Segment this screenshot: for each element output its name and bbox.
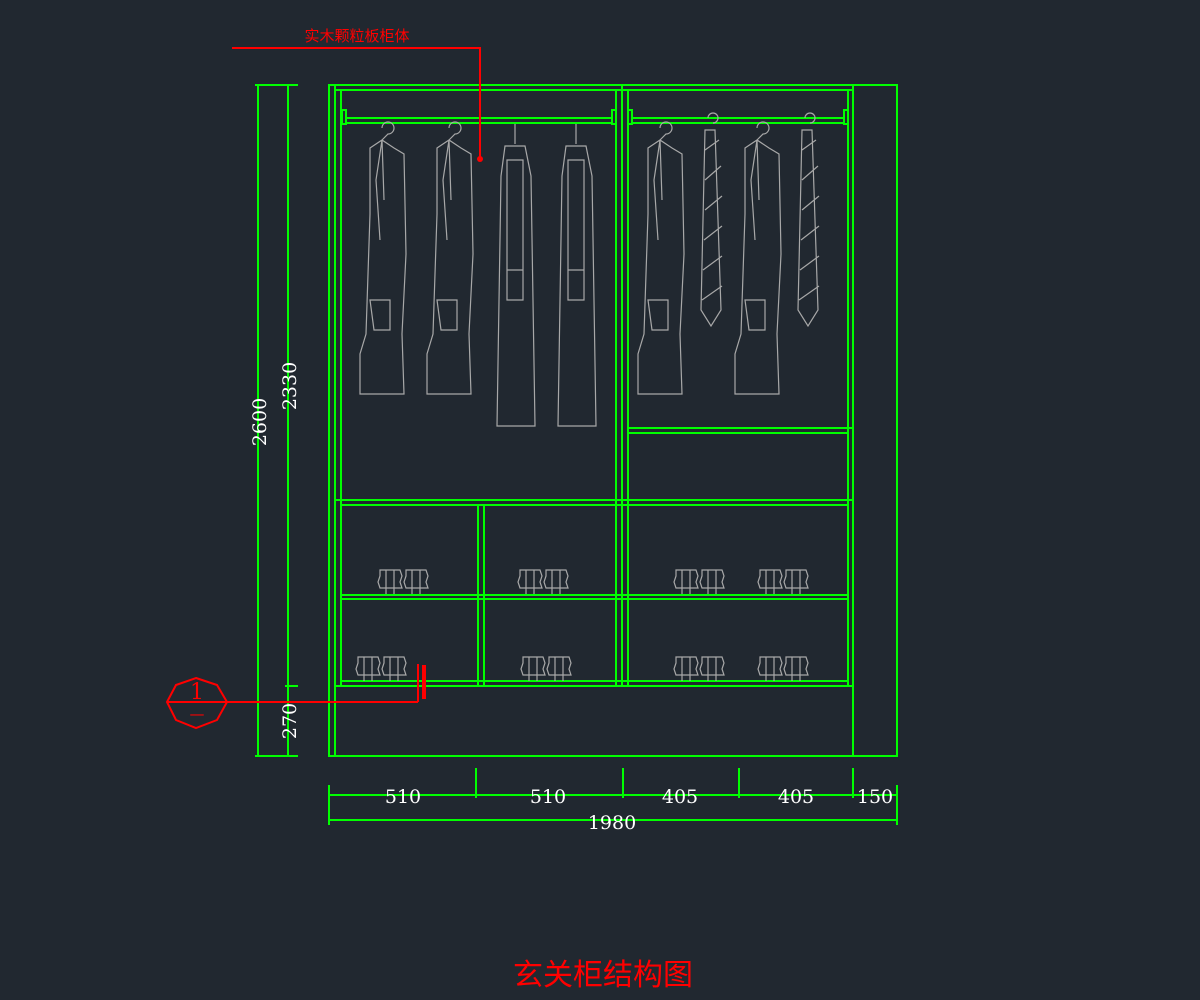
shoe-pair-icon	[377, 569, 403, 594]
coat-icon	[496, 124, 536, 427]
shoe-pair-icon	[673, 656, 699, 681]
suit-hanger-icon	[637, 121, 685, 395]
tie-icon	[700, 112, 723, 328]
shoe-pair-icon	[699, 569, 725, 594]
dim-1980: 1980	[588, 812, 636, 834]
horizontal-dimensions: 510 510 405 405 150 1980	[328, 768, 898, 834]
dim-2330: 2330	[279, 362, 301, 410]
section-marker: 1 —	[165, 664, 426, 730]
shoe-pair-icon	[699, 656, 725, 681]
material-label: 实木颗粒板柜体	[304, 27, 409, 45]
shoe-pair-icon	[757, 569, 783, 594]
leader-line	[232, 47, 481, 158]
rod-bracket	[611, 109, 617, 125]
rod-bracket	[341, 109, 347, 125]
material-leader: 实木颗粒板柜体	[232, 27, 483, 162]
section-marker-symbol	[165, 676, 229, 730]
cabinet-outline	[328, 84, 898, 757]
shoe-pair-icon	[403, 569, 429, 594]
dim-405-a: 405	[662, 786, 698, 808]
dim-150: 150	[857, 786, 893, 808]
shoe-pair-icon	[543, 569, 569, 594]
dim-405-b: 405	[778, 786, 814, 808]
shoe-pair-icon	[355, 656, 381, 681]
coat-icon	[557, 124, 597, 427]
shoe-pair-icon	[783, 569, 809, 594]
fixtures	[355, 112, 820, 681]
suit-hanger-icon	[426, 121, 474, 395]
dim-510-b: 510	[530, 786, 566, 808]
shoe-pair-icon	[783, 656, 809, 681]
leader-dot	[477, 156, 483, 162]
shoe-pair-icon	[757, 656, 783, 681]
vertical-dimensions: 2600 2330 270	[249, 84, 301, 757]
section-number: 1	[190, 680, 204, 705]
rod-bracket	[627, 109, 633, 125]
shoe-pair-icon	[673, 569, 699, 594]
suit-hanger-icon	[359, 121, 407, 395]
dim-510-a: 510	[385, 786, 421, 808]
shoe-pair-icon	[520, 656, 546, 681]
shoe-pair-icon	[517, 569, 543, 594]
dim-270: 270	[279, 703, 301, 739]
tie-icon	[797, 112, 820, 328]
drawing-title: 玄关柜结构图	[513, 958, 693, 993]
shoe-pair-icon	[546, 656, 572, 681]
suit-hanger-icon	[734, 121, 782, 395]
dim-2600: 2600	[249, 398, 271, 446]
cabinet-frame	[328, 84, 898, 757]
section-sub: —	[190, 705, 205, 723]
shoe-pair-icon	[381, 656, 407, 681]
rod-bracket	[843, 109, 849, 125]
